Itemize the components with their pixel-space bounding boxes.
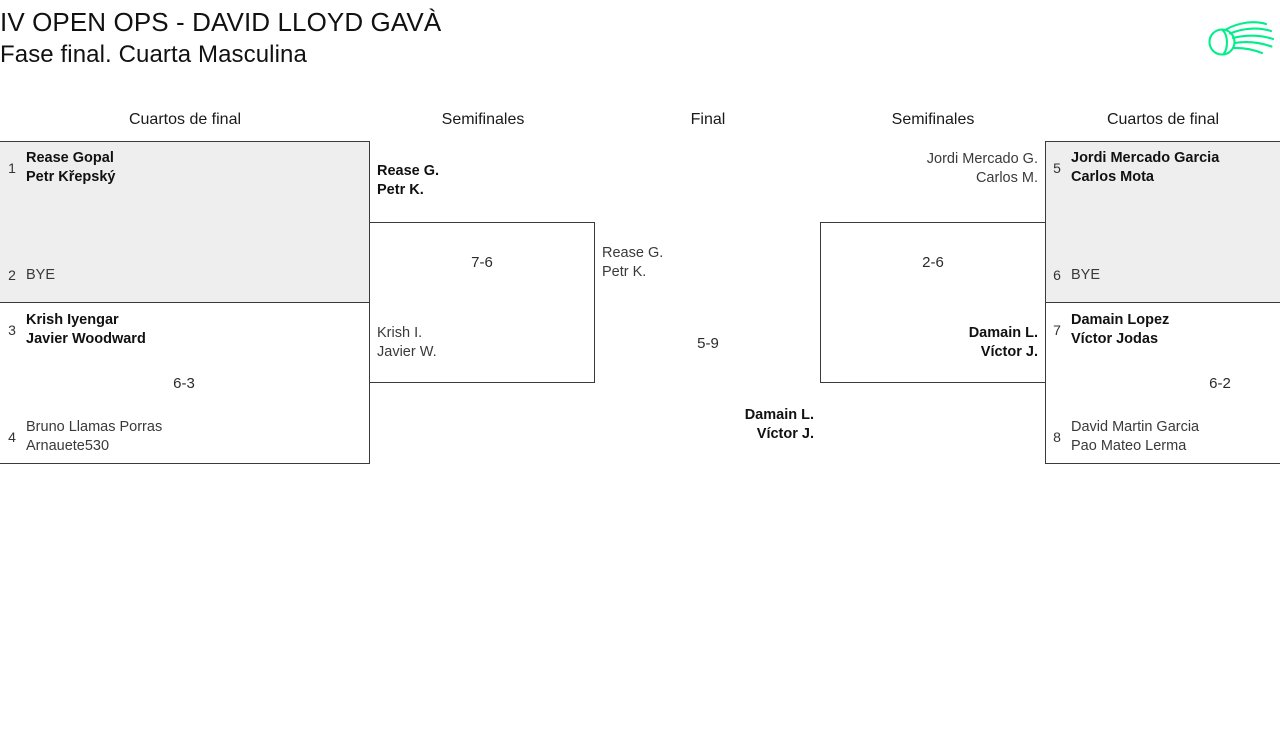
seed-number: 5: [1053, 160, 1061, 176]
round-header-qf-left: Cuartos de final: [128, 111, 242, 128]
player-name: Damain L.: [744, 407, 814, 423]
tournament-subtitle: Fase final. Cuarta Masculina: [0, 41, 307, 68]
player-name: BYE: [1071, 267, 1101, 283]
team-entry: Jordi Mercado G. Carlos M.: [838, 150, 1038, 188]
player-name: Krish I.: [377, 325, 423, 341]
seed-number: 7: [1053, 322, 1061, 338]
player-name: Damain Lopez: [1071, 312, 1170, 328]
team-entry: Bruno Llamas Porras Arnauete530: [26, 418, 162, 456]
player-name: Petr K.: [602, 264, 647, 280]
player-name: Carlos M.: [975, 170, 1038, 186]
player-name: Rease G.: [602, 245, 664, 261]
match-box-sf-left[interactable]: [369, 222, 595, 383]
player-name: Javier W.: [377, 344, 437, 360]
player-name: Carlos Mota: [1071, 169, 1154, 185]
seed-number: 3: [8, 322, 16, 338]
page-title: IV OPEN OPS - DAVID LLOYD GAVÀ Fase fina…: [0, 6, 900, 71]
seed-number: 8: [1053, 429, 1061, 445]
team-entry: BYE: [1071, 266, 1100, 285]
round-header-final: Final: [690, 111, 726, 128]
player-name: David Martin Garcia: [1071, 419, 1200, 435]
tournament-title: IV OPEN OPS - DAVID LLOYD GAVÀ: [0, 7, 442, 37]
team-entry: Damain Lopez Víctor Jodas: [1071, 311, 1169, 349]
team-entry: Krish I. Javier W.: [377, 324, 437, 362]
match-score-final: 5-9: [697, 335, 719, 352]
player-name: Krish Iyengar: [26, 312, 119, 328]
player-name: Jordi Mercado Garcia: [1071, 150, 1220, 166]
team-entry: Rease G. Petr K.: [377, 162, 439, 200]
match-box-qf2-right[interactable]: [1045, 302, 1280, 464]
player-name: Bruno Llamas Porras: [26, 419, 163, 435]
seed-number: 6: [1053, 267, 1061, 283]
player-name: Rease G.: [377, 163, 440, 179]
player-name: Pao Mateo Lerma: [1071, 438, 1187, 454]
player-name: Rease Gopal: [26, 150, 114, 166]
seed-number: 2: [8, 267, 16, 283]
round-header-sf-left: Semifinales: [441, 111, 525, 128]
player-name: Arnauete530: [26, 438, 110, 454]
match-box-qf2-left[interactable]: [0, 302, 370, 464]
player-name: Víctor J.: [980, 344, 1038, 360]
tennis-ball-swoosh-logo: [1203, 16, 1277, 60]
team-entry: Damain L. Víctor J.: [838, 324, 1038, 362]
team-entry: Krish Iyengar Javier Woodward: [26, 311, 146, 349]
match-box-sf-right[interactable]: [820, 222, 1046, 383]
seed-number: 1: [8, 160, 16, 176]
match-score: 6-2: [1209, 375, 1231, 392]
match-score: 6-3: [173, 375, 195, 392]
player-name: BYE: [26, 267, 56, 283]
player-name: Petr Křepský: [26, 169, 116, 185]
team-entry: Jordi Mercado Garcia Carlos Mota: [1071, 149, 1219, 187]
match-box-qf1-right[interactable]: [1045, 141, 1280, 303]
team-entry: Rease Gopal Petr Křepský: [26, 149, 115, 187]
team-entry: BYE: [26, 266, 55, 285]
seed-number: 4: [8, 429, 16, 445]
player-name: Petr K.: [377, 182, 424, 198]
match-score: 2-6: [922, 254, 944, 271]
player-name: Javier Woodward: [26, 331, 146, 347]
team-entry-final-left: Rease G. Petr K.: [602, 244, 663, 282]
team-entry: David Martin Garcia Pao Mateo Lerma: [1071, 418, 1199, 456]
team-entry-final-right: Damain L. Víctor J.: [614, 406, 814, 444]
match-score: 7-6: [471, 254, 493, 271]
player-name: Víctor J.: [756, 426, 814, 442]
player-name: Víctor Jodas: [1071, 331, 1159, 347]
player-name: Damain L.: [968, 325, 1038, 341]
player-name: Jordi Mercado G.: [926, 151, 1038, 167]
round-header-qf-right: Cuartos de final: [1106, 111, 1220, 128]
round-header-sf-right: Semifinales: [891, 111, 975, 128]
